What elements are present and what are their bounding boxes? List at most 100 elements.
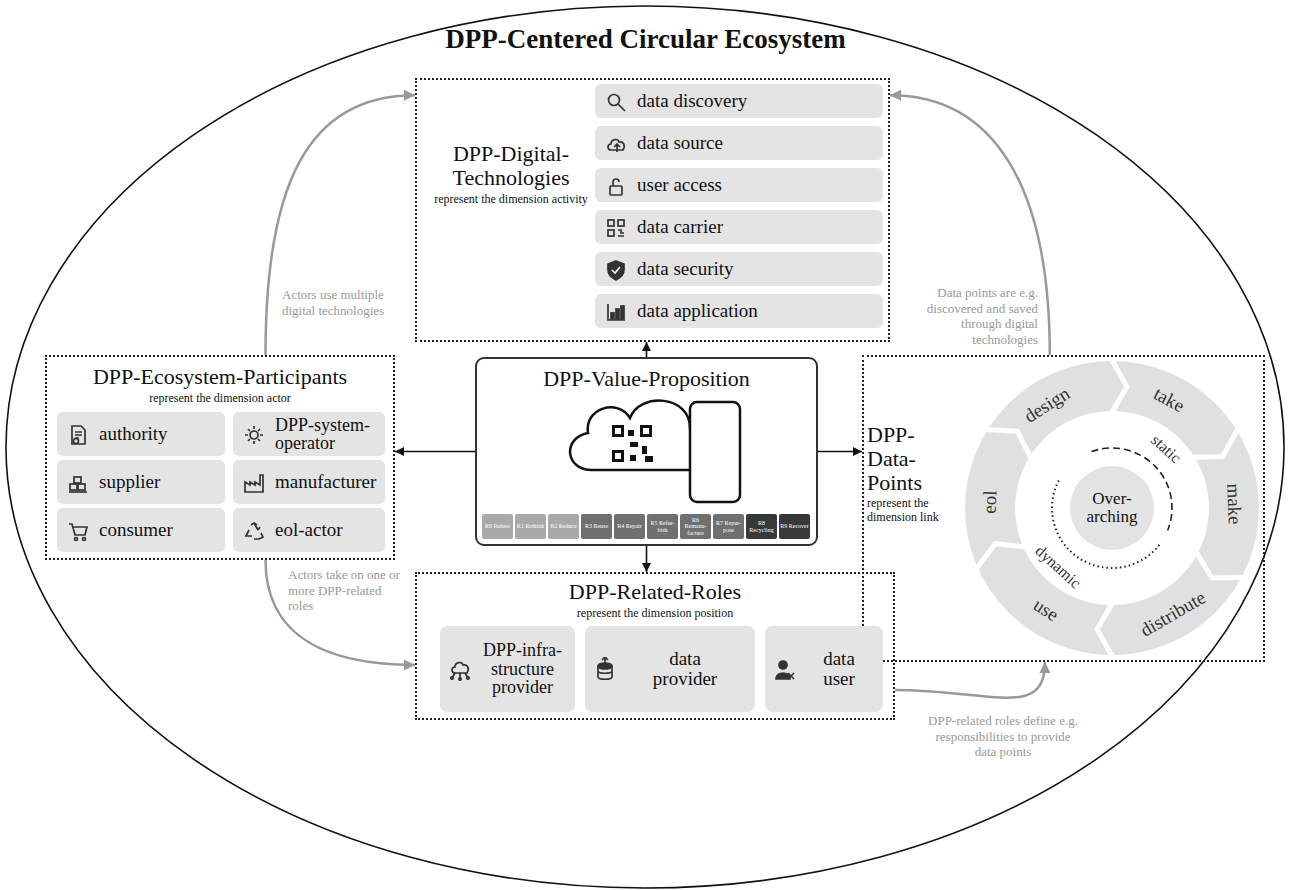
box-heading: DPP-Data-Points: [867, 423, 961, 494]
phone-icon: [690, 402, 740, 502]
relation-arrow: [266, 95, 416, 355]
box-subtitle: represent the dimension actor: [47, 392, 393, 406]
item-label: manufacturer: [275, 472, 376, 492]
heading-group: DPP-Ecosystem-Participants represent the …: [47, 365, 393, 406]
item-box: data security: [595, 252, 883, 286]
lifecycle-phase-label: eol: [979, 489, 1002, 513]
box-subtitle: represent the dimension activity: [423, 193, 599, 207]
r-strategy-chip: R3 Reuse: [581, 514, 612, 539]
ring-separator: [1193, 430, 1237, 458]
ring-separator: [1097, 604, 1112, 656]
person-icon: [773, 657, 797, 681]
cloudnet-icon: [448, 657, 472, 681]
item-box: manufacturer: [233, 460, 385, 504]
item-label: data carrier: [637, 217, 723, 237]
dimension-box: DPP-Digital-Technologiesrepresent the di…: [415, 78, 890, 342]
box-subtitle: represent the dimension position: [417, 607, 893, 621]
chip-label: R7 Repur-pose: [714, 520, 743, 533]
item-box: data user: [765, 626, 883, 712]
item-box: DPP-system-operator: [233, 412, 385, 456]
data-kind-label: static: [1147, 431, 1184, 467]
search-icon: [604, 89, 628, 113]
dimension-arrow: [646, 546, 648, 572]
lifecycle-phase-label: use: [1029, 594, 1062, 626]
item-box: data carrier: [595, 210, 883, 244]
qr-icon: [604, 215, 628, 239]
r-strategy-chip: R7 Repur-pose: [713, 514, 744, 539]
box-subtitle: represent the dimension link: [867, 497, 961, 525]
item-label: data source: [637, 133, 723, 153]
item-label: user access: [637, 175, 722, 195]
dimension-box: DPP-Value-Proposition R0 Refuse R1 Rethink…: [475, 357, 818, 546]
dimension-arrow: [395, 451, 475, 453]
heading-group: DPP-Data-Points represent the dimension l…: [867, 423, 961, 525]
item-box: authority: [57, 412, 225, 456]
r-strategy-chip: R6 Remanu-facture: [680, 514, 711, 539]
factory-icon: [242, 470, 266, 494]
value-illustration: [570, 401, 740, 502]
item-box: data provider: [585, 626, 755, 712]
edge-label: Data points are e.g. discovered and save…: [898, 284, 1040, 348]
ring-separator: [1112, 360, 1127, 412]
r-strategy-chip: R5 Refur-bish: [647, 514, 678, 539]
item-box: DPP-infra-structure provider: [440, 626, 575, 712]
box-heading: DPP-Ecosystem-Participants: [47, 365, 393, 389]
ring-separator: [986, 430, 1030, 458]
ring-separator: [1197, 553, 1243, 578]
chip-label: R1 Rethink: [517, 523, 545, 529]
supply-icon: [66, 470, 90, 494]
dimension-arrow: [646, 342, 648, 357]
edge-label: DPP-related roles define e.g. responsibi…: [922, 712, 1084, 761]
item-label: data provider: [650, 649, 720, 689]
shield-icon: [604, 257, 628, 281]
cloud-icon: [570, 401, 708, 470]
item-box: data source: [595, 126, 883, 160]
item-label: DPP-system-operator: [275, 416, 381, 452]
box-heading: DPP-Value-Proposition: [477, 367, 816, 391]
heading-group: DPP-Digital-Technologiesrepresent the di…: [423, 142, 599, 206]
r-strategy-chip: R9 Recover: [779, 514, 810, 539]
lock-icon: [604, 173, 628, 197]
r-strategy-chip: R8 Recycling: [746, 514, 777, 539]
gear-icon: [242, 422, 266, 446]
relation-arrow: [266, 560, 416, 665]
chip-label: R5 Refur-bish: [648, 520, 677, 533]
item-label: supplier: [99, 472, 160, 492]
lifecycle-phase-label: make: [1222, 483, 1245, 525]
dimension-box: DPP-Related-Rolesrepresent the dimension…: [415, 572, 895, 720]
r-strategy-chip: R2 Reduce: [548, 514, 579, 539]
item-label: authority: [99, 424, 168, 444]
item-label: data application: [637, 301, 758, 321]
cart-icon: [66, 518, 90, 542]
r-strategy-chip: R0 Refuse: [482, 514, 513, 539]
chip-label: R8 Recycling: [747, 520, 776, 533]
item-box: user access: [595, 168, 883, 202]
r-strategy-chip: R4 Repair: [614, 514, 645, 539]
data-kind-label: dynamic: [1032, 542, 1085, 592]
heading-group: DPP-Value-Proposition: [477, 367, 816, 391]
dimension-box: DPP-Ecosystem-Participants represent the …: [45, 355, 395, 560]
edge-label: Actors take on one or more DPP-related r…: [286, 566, 408, 615]
chip-label: R6 Remanu-facture: [681, 517, 710, 536]
chip-label: R3 Reuse: [585, 523, 608, 529]
item-box: eol-actor: [233, 508, 385, 552]
item-box: data discovery: [595, 84, 883, 118]
chip-label: R0 Refuse: [485, 523, 510, 529]
chip-label: R2 Reduce: [550, 523, 577, 529]
item-label: DPP-infra-structure provider: [483, 641, 563, 698]
dimension-arrow: [818, 451, 862, 453]
item-box: data application: [595, 294, 883, 328]
item-label: data security: [637, 259, 734, 279]
lifecycle-phase-label: take: [1150, 383, 1188, 417]
r-strategy-chip: R1 Rethink: [515, 514, 546, 539]
doc-icon: [66, 422, 90, 446]
item-label: consumer: [99, 520, 173, 540]
edge-label: Actors use multiple digital technologies: [280, 286, 396, 319]
ring-separators: [977, 360, 1243, 656]
db-icon: [593, 657, 617, 681]
chart-icon: [604, 299, 628, 323]
item-box: consumer: [57, 508, 225, 552]
relation-arrow: [890, 95, 1050, 355]
lifecycle-phase-label: design: [1020, 382, 1074, 427]
